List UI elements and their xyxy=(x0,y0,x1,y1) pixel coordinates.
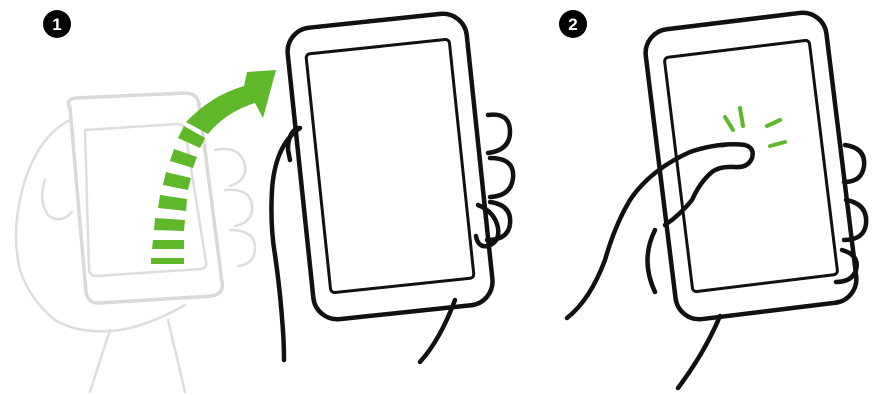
phone-tapped-illustration xyxy=(643,10,859,322)
lift-motion-arrow xyxy=(151,70,276,264)
step-1-badge: 1 xyxy=(43,10,71,38)
tap-burst-icon xyxy=(725,108,785,146)
step-1-number: 1 xyxy=(52,15,61,34)
phone-upright-illustration xyxy=(285,11,495,321)
step-1-panel: 1 xyxy=(16,10,513,392)
ghost-phone-illustration xyxy=(16,93,255,392)
tapping-hand-illustration xyxy=(567,144,866,388)
step-2-panel: 2 xyxy=(559,10,866,388)
step-2-number: 2 xyxy=(568,15,577,34)
step-2-badge: 2 xyxy=(559,10,587,38)
